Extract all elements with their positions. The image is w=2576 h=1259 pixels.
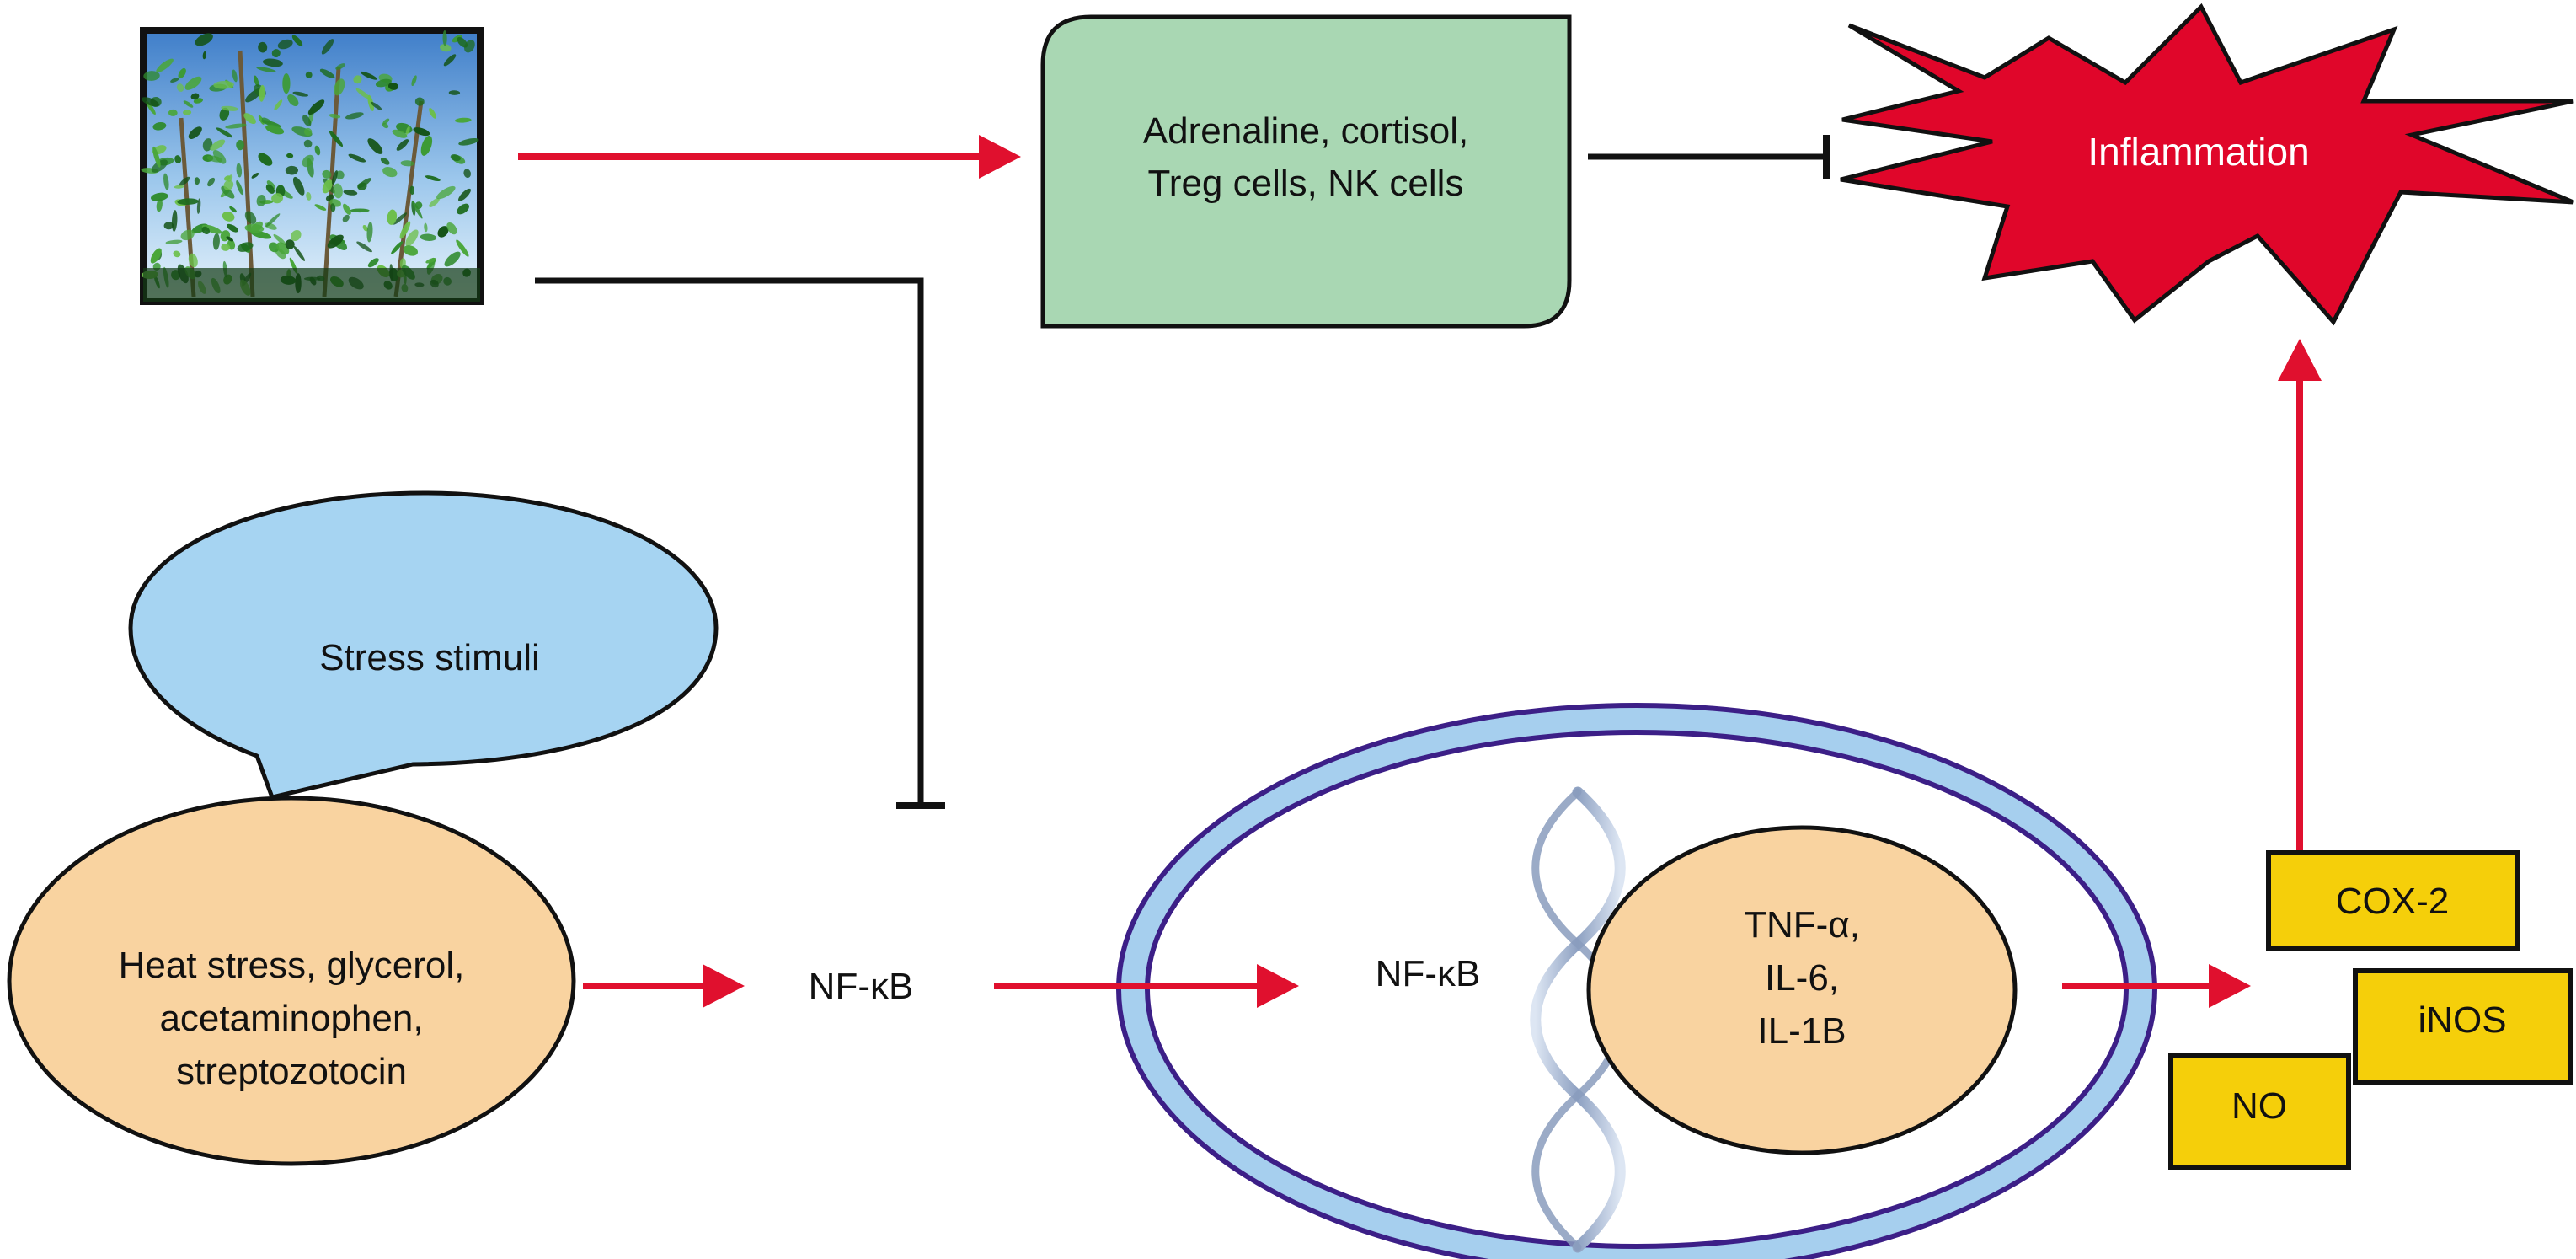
stressors-line-2: acetaminophen, (159, 998, 423, 1039)
arrow-cox2-to-inflammation (2278, 339, 2322, 851)
inflammation-starburst: Inflammation (1840, 3, 2574, 326)
cytokines-ellipse: TNF-α, IL-6, IL-1B (1586, 825, 2018, 1155)
svg-text:streptozotocin: streptozotocin (176, 1051, 407, 1092)
mediators-line-2: Treg cells, NK cells (1148, 163, 1464, 204)
stressors-line-1: Heat stress, glycerol, (119, 945, 465, 986)
cytokines-line-2: IL-6, (1765, 957, 1839, 999)
no-box: NO (2168, 1053, 2351, 1170)
inflammation-label: Inflammation (2087, 130, 2309, 174)
stress-stimuli-bubble: Stress stimuli (128, 490, 719, 800)
svg-text:acetaminophen,: acetaminophen, (159, 998, 423, 1039)
inhibition-plant-to-nfkb (535, 277, 945, 809)
svg-text:IL-6,: IL-6, (1765, 957, 1839, 999)
inos-label: iNOS (2418, 999, 2506, 1041)
arrow-nfkb-to-nucleus (994, 964, 1299, 1008)
arrow-plant-to-mediators (518, 135, 1021, 179)
nfkb-cytoplasm-label: NF-κB (809, 966, 914, 1007)
nfkb-nucleus-label: NF-κB (1376, 953, 1481, 994)
mediators-box: Adrenaline, cortisol, Treg cells, NK cel… (1040, 14, 1572, 329)
stress-stimuli-label: Stress stimuli (319, 637, 540, 678)
svg-text:Heat stress, glycerol,: Heat stress, glycerol, (119, 945, 465, 986)
moringa-plant-photo (140, 27, 484, 305)
svg-text:Treg cells, NK cells: Treg cells, NK cells (1148, 163, 1464, 204)
stressors-ellipse: Heat stress, glycerol, acetaminophen, st… (7, 796, 576, 1166)
cytokines-line-1: TNF-α, (1744, 904, 1860, 946)
cox2-label: COX-2 (2336, 881, 2449, 922)
svg-text:Adrenaline, cortisol,: Adrenaline, cortisol, (1143, 110, 1468, 152)
inos-box: iNOS (2353, 968, 2573, 1085)
svg-text:IL-1B: IL-1B (1757, 1010, 1846, 1052)
cox2-box: COX-2 (2266, 850, 2520, 951)
arrow-cytokines-to-enzymes (2062, 964, 2251, 1008)
inhibition-mediators-to-inflammation (1588, 135, 1830, 179)
cytokines-line-3: IL-1B (1757, 1010, 1846, 1052)
arrow-stressors-to-nfkb (583, 964, 745, 1008)
mediators-line-1: Adrenaline, cortisol, (1143, 110, 1468, 152)
no-label: NO (2231, 1085, 2287, 1127)
stressors-line-3: streptozotocin (176, 1051, 407, 1092)
svg-text:TNF-α,: TNF-α, (1744, 904, 1860, 946)
